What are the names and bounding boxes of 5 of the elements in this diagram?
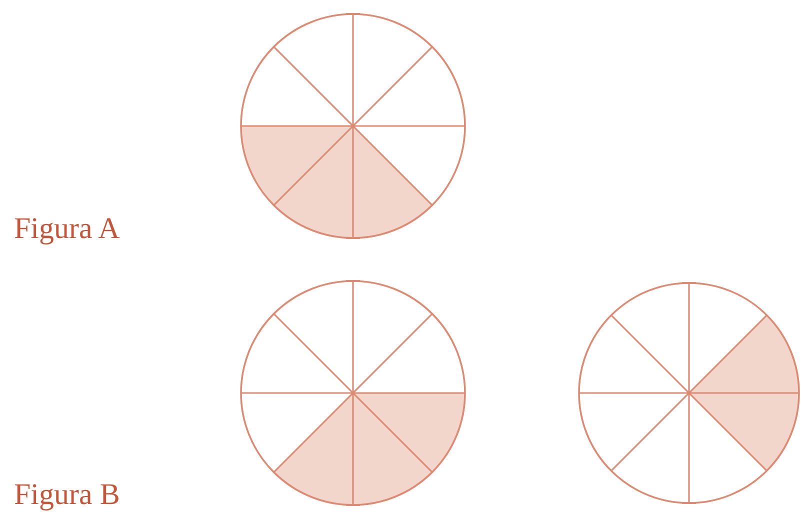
divided-circle-drawing bbox=[575, 279, 801, 507]
divided-circle-drawing bbox=[237, 10, 469, 242]
figure-label: Figura B bbox=[14, 480, 120, 510]
divided-circle-drawing bbox=[237, 277, 469, 509]
figure-label: Figura A bbox=[14, 214, 120, 244]
